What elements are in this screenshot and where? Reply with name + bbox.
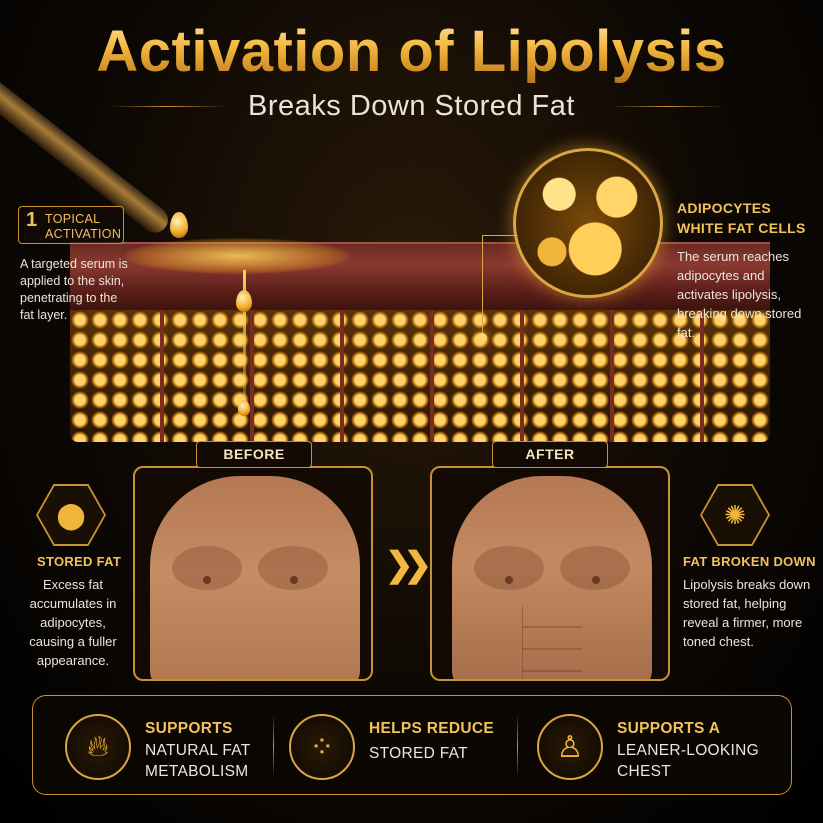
fat-layer bbox=[70, 310, 770, 442]
chest-detail bbox=[592, 576, 600, 584]
serum-pool bbox=[125, 238, 350, 274]
tissue-septum bbox=[610, 310, 614, 442]
chest-detail bbox=[203, 576, 211, 584]
step-title-line: TOPICAL bbox=[45, 212, 101, 226]
adipocytes-title: ADIPOCYTES WHITE FAT CELLS bbox=[677, 198, 806, 238]
magnifier-connector bbox=[482, 235, 483, 335]
benefit-text: METABOLISM bbox=[145, 763, 249, 780]
benefits-bar: 🔥︎ SUPPORTS NATURAL FAT METABOLISM ⁘ HEL… bbox=[32, 695, 792, 795]
benefit-text: NATURAL FAT bbox=[145, 742, 251, 759]
subtitle-divider-right bbox=[610, 106, 725, 107]
magnifier-connector bbox=[482, 235, 518, 236]
double-chevron-right-icon: ❯❯ bbox=[385, 546, 432, 584]
tissue-septum bbox=[340, 310, 344, 442]
fat-cells-icon: ⁘ bbox=[289, 714, 355, 780]
page-subtitle: Breaks Down Stored Fat bbox=[248, 90, 575, 122]
step-description: A targeted serum is applied to the skin,… bbox=[20, 257, 128, 322]
fat-broken-description: Lipolysis breaks down stored fat, helpin… bbox=[683, 577, 811, 649]
torso-icon: ♙ bbox=[537, 714, 603, 780]
serum-penetration-line bbox=[243, 270, 246, 420]
subtitle-divider-left bbox=[110, 106, 225, 107]
benefit-divider bbox=[273, 714, 274, 778]
stored-fat-badge: ⬤ bbox=[36, 484, 106, 546]
fat-cells-icon: ⬤ bbox=[38, 486, 104, 544]
benefit-text: CHEST bbox=[617, 763, 672, 780]
tissue-septum bbox=[160, 310, 164, 442]
stored-fat-title: STORED FAT bbox=[37, 554, 122, 569]
benefit-text: STORED FAT bbox=[369, 745, 468, 762]
tissue-septum bbox=[700, 310, 704, 442]
adipocytes-description: The serum reaches adipocytes and activat… bbox=[677, 249, 802, 340]
after-panel bbox=[430, 466, 670, 681]
benefit-divider bbox=[517, 714, 518, 778]
tissue-septum bbox=[520, 310, 524, 442]
chest-detail bbox=[290, 576, 298, 584]
benefit-title: SUPPORTS bbox=[145, 720, 233, 737]
stored-fat-description: Excess fat accumulates in adipocytes, ca… bbox=[29, 577, 117, 668]
abdominal-definition bbox=[522, 606, 582, 679]
after-label: AFTER bbox=[492, 441, 608, 468]
benefit-text: LEANER-LOOKING bbox=[617, 742, 760, 759]
adipocytes-title-line: WHITE FAT CELLS bbox=[677, 220, 806, 236]
before-label: BEFORE bbox=[196, 441, 312, 468]
page-title: Activation of Lipolysis bbox=[0, 18, 823, 85]
step-title: TOPICAL ACTIVATION bbox=[45, 212, 121, 242]
step-title-line: ACTIVATION bbox=[45, 227, 122, 241]
chest-detail bbox=[505, 576, 513, 584]
adipocytes-title-line: ADIPOCYTES bbox=[677, 200, 772, 216]
serum-drop bbox=[238, 400, 250, 416]
magnifier-target-dot bbox=[477, 333, 487, 343]
before-panel bbox=[133, 466, 373, 681]
fat-breaking-icon: ✺ bbox=[702, 486, 768, 544]
torso-before-image bbox=[150, 476, 360, 679]
benefit-title: HELPS REDUCE bbox=[369, 720, 495, 737]
fat-broken-title: FAT BROKEN DOWN bbox=[683, 554, 816, 569]
benefit-title: SUPPORTS A bbox=[617, 720, 721, 737]
tissue-septum bbox=[250, 310, 254, 442]
fat-cell-magnifier bbox=[513, 148, 663, 298]
flame-icon: 🔥︎ bbox=[65, 714, 131, 780]
serum-drop bbox=[236, 290, 252, 312]
fat-broken-badge: ✺ bbox=[700, 484, 770, 546]
step-number: 1 bbox=[26, 209, 38, 231]
tissue-septum bbox=[430, 310, 434, 442]
serum-drop bbox=[170, 212, 188, 238]
torso-after-image bbox=[452, 476, 652, 679]
step-badge: 1 TOPICAL ACTIVATION bbox=[18, 206, 124, 244]
